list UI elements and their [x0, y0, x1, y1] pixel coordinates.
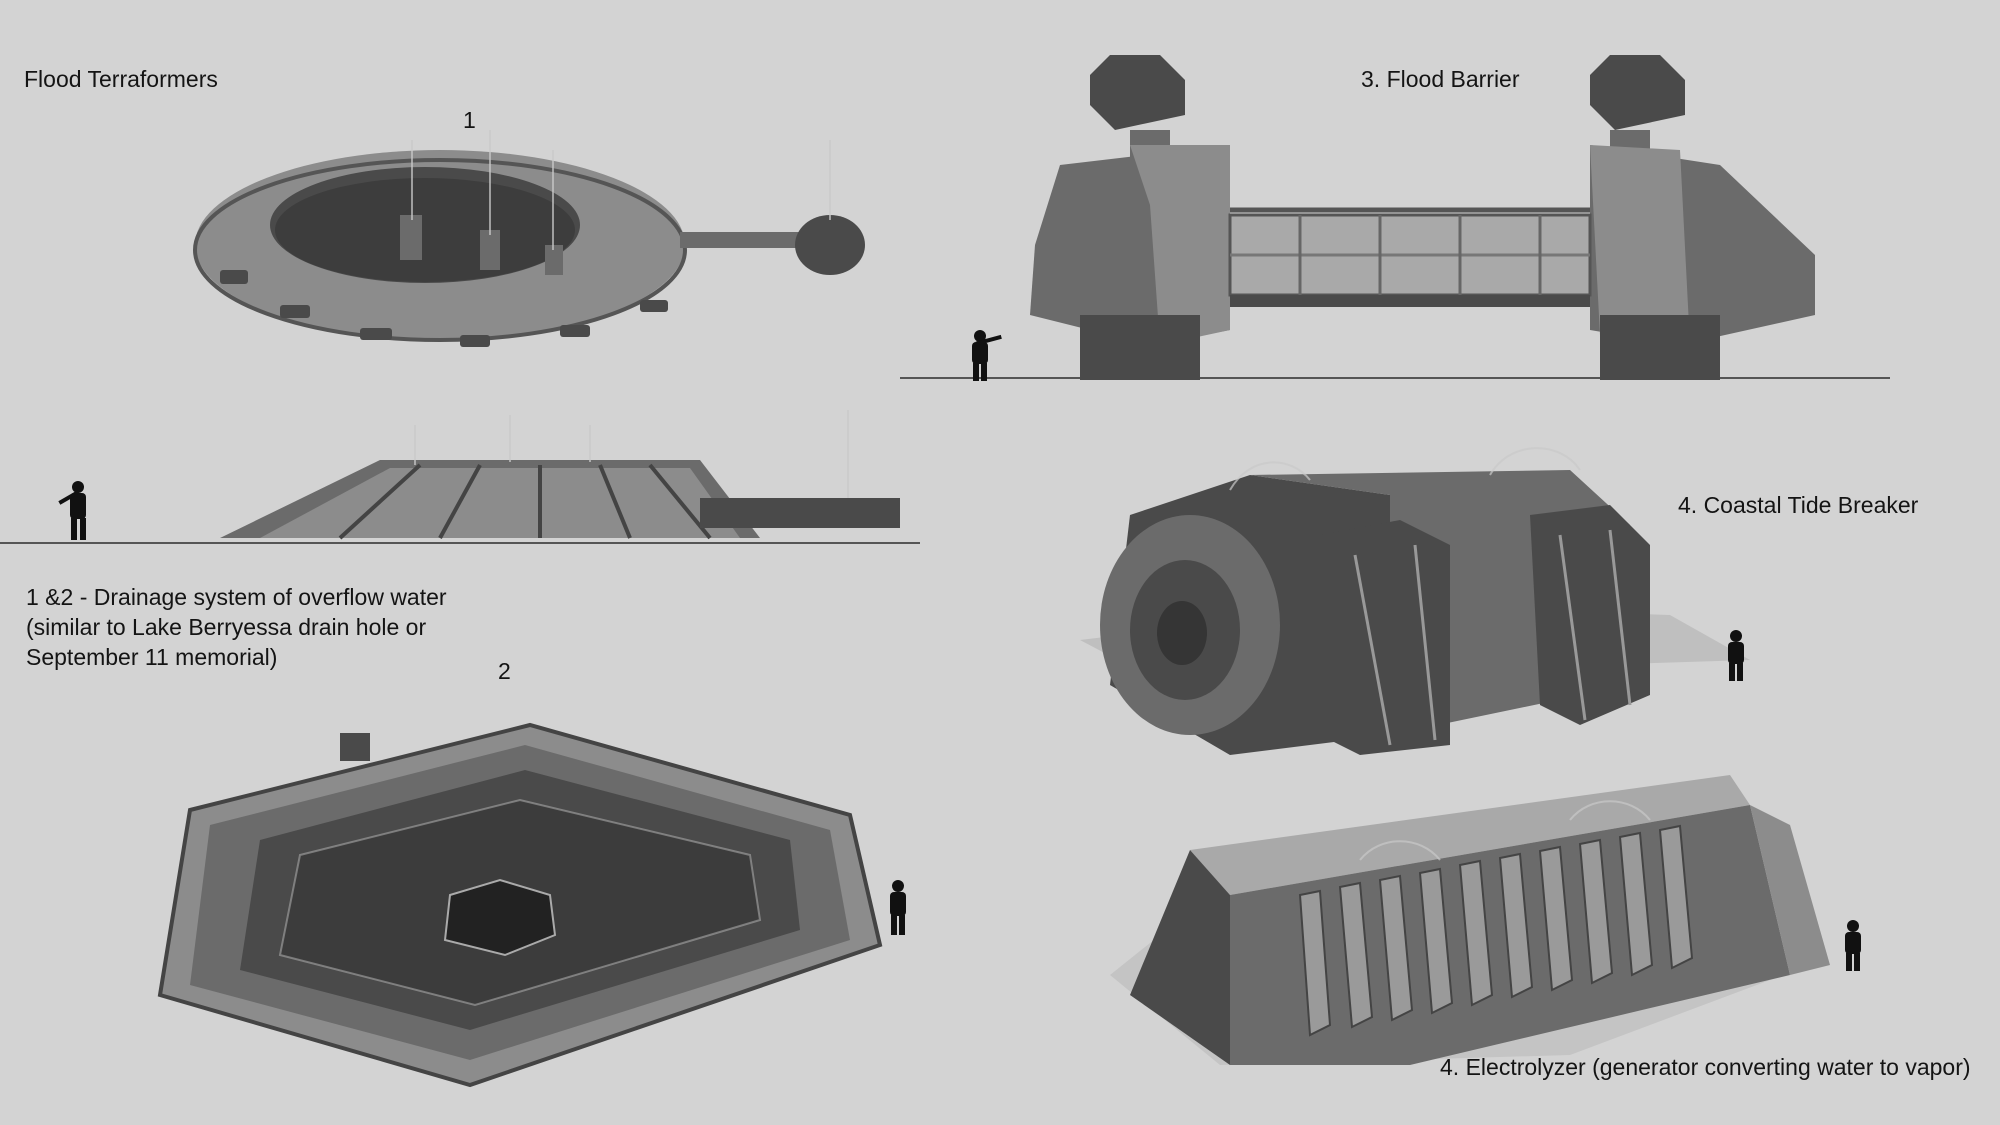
flood-barrier-caption: 3. Flood Barrier — [1361, 66, 1520, 92]
tide-breaker-caption: 4. Coastal Tide Breaker — [1678, 492, 1919, 518]
drain-ring-sketch — [193, 130, 865, 347]
drainage-note-line-3: September 11 memorial) — [26, 644, 278, 670]
drainage-note-line-2: (similar to Lake Berryessa drain hole or — [26, 614, 427, 640]
sketch-number-2: 2 — [498, 658, 511, 684]
hexagon-pit-sketch — [157, 722, 906, 1088]
drain-platform-side-sketch — [0, 410, 920, 544]
electrolyzer-caption: 4. Electrolyzer (generator converting wa… — [1440, 1054, 1971, 1080]
electrolyzer-sketch — [1110, 775, 1861, 1065]
drainage-note: 1 &2 - Drainage system of overflow water… — [26, 582, 447, 672]
page-title: Flood Terraformers — [24, 66, 218, 92]
flood-barrier-sketch — [900, 55, 1890, 381]
tide-breaker-sketch — [1080, 447, 1750, 755]
drainage-note-line-1: 1 &2 - Drainage system of overflow water — [26, 584, 447, 610]
sketch-number-1: 1 — [463, 107, 476, 133]
